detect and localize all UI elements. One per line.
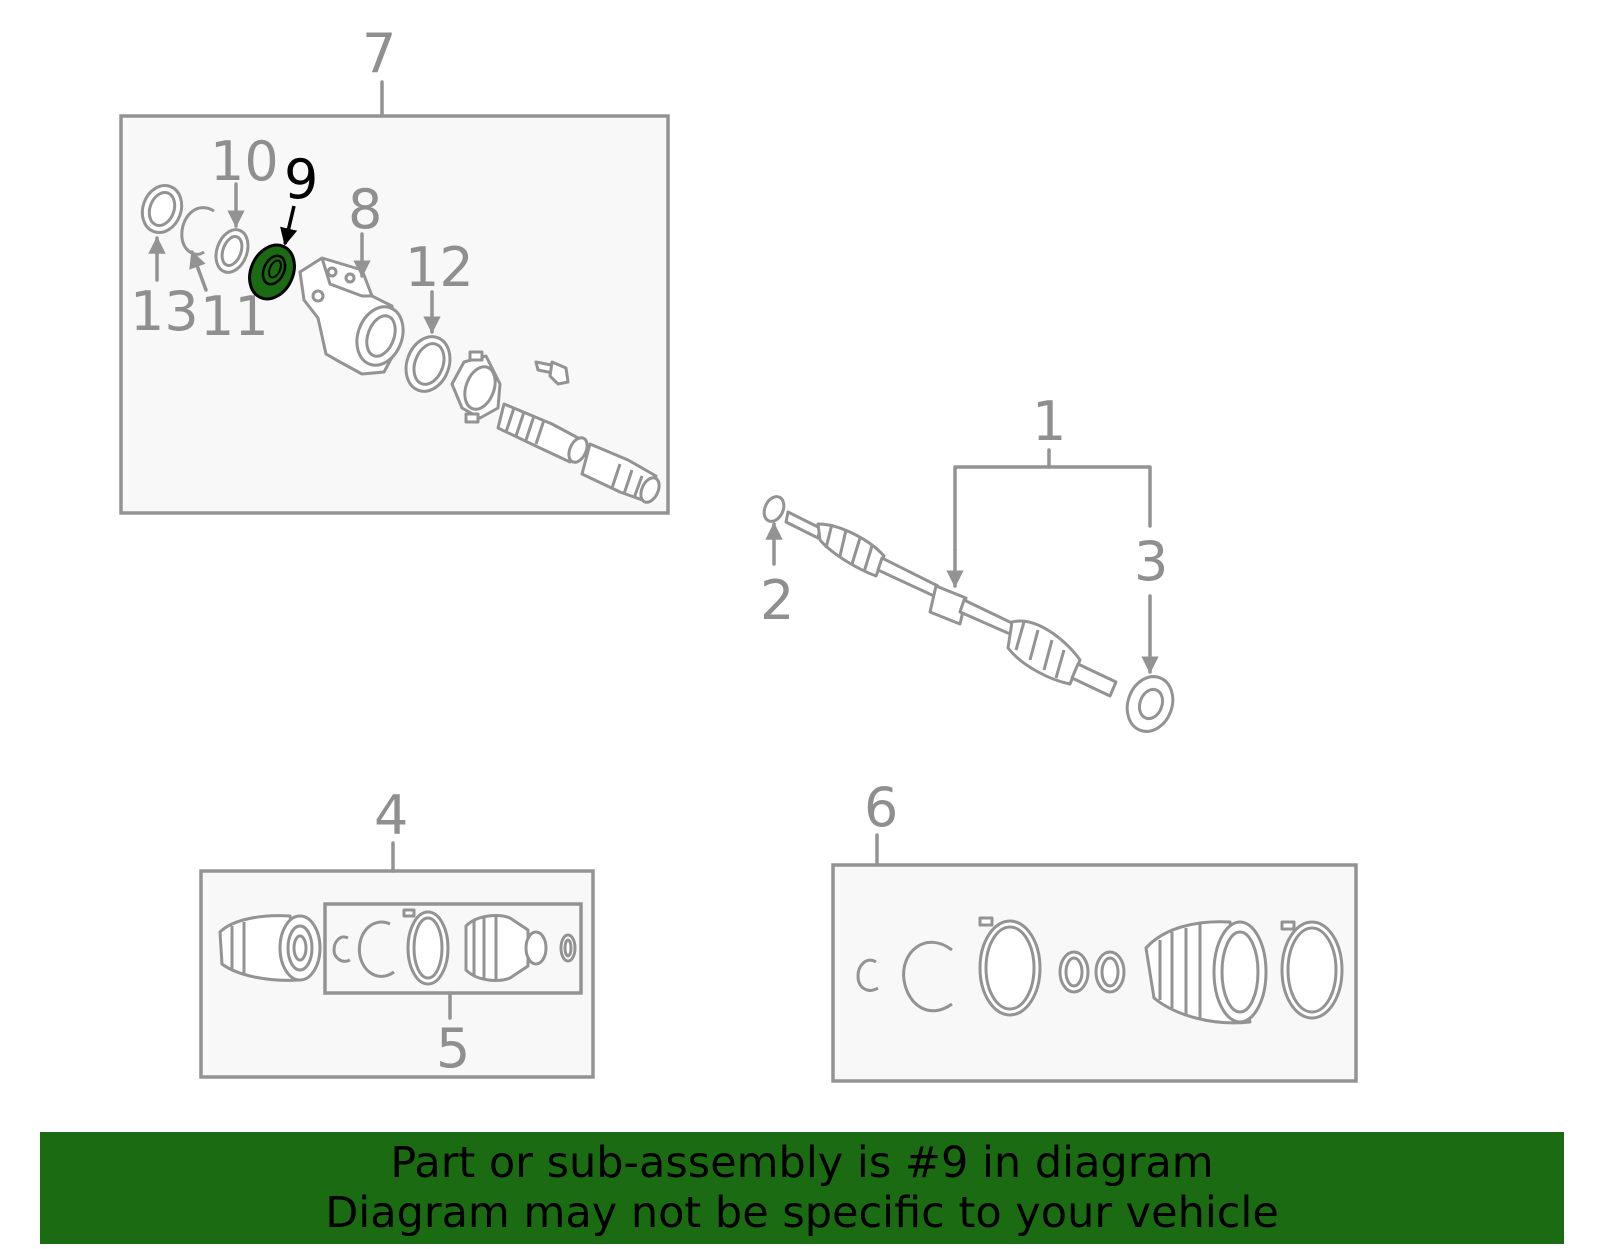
callout-8[interactable]: 8: [348, 178, 382, 241]
cv-joint-inner[interactable]: [218, 914, 322, 982]
inner-shaft-section[interactable]: [496, 402, 591, 465]
callout-10[interactable]: 10: [210, 130, 279, 193]
banner-line-2: Diagram may not be specific to your vehi…: [325, 1188, 1279, 1238]
part-12-ring[interactable]: [399, 331, 458, 398]
part-10-ring[interactable]: [210, 225, 253, 277]
part-9-seal-highlighted[interactable]: [241, 238, 303, 307]
banner-line-1: Part or sub-assembly is #9 in diagram: [390, 1138, 1214, 1188]
callout-12[interactable]: 12: [405, 236, 474, 299]
callout-1[interactable]: 1: [1032, 390, 1066, 453]
callout-4[interactable]: 4: [374, 784, 408, 847]
axle-shaft-group: 1 2 3: [760, 390, 1180, 738]
boot-kit-4-group: 4 5: [199, 784, 595, 1080]
assembly-7-group: 7 13 11 10 9: [119, 22, 670, 515]
callout-7[interactable]: 7: [362, 22, 396, 85]
callout-6[interactable]: 6: [864, 776, 898, 839]
part-1-axle-shaft[interactable]: [784, 510, 1118, 698]
kit-5-parts[interactable]: [332, 908, 577, 986]
part-2-clip[interactable]: [760, 493, 787, 524]
part-8-housing[interactable]: [298, 256, 411, 376]
info-banner: Part or sub-assembly is #9 in diagram Di…: [40, 1132, 1564, 1244]
bearing-retainer[interactable]: [450, 350, 502, 424]
callout-3[interactable]: 3: [1134, 530, 1168, 593]
part-3-dust-seal[interactable]: [1120, 670, 1180, 738]
callout-13[interactable]: 13: [130, 280, 199, 343]
kit-5-box: [323, 902, 583, 995]
kit-6-parts[interactable]: [856, 916, 1344, 1025]
callout-5[interactable]: 5: [436, 1017, 470, 1080]
callout-9-highlighted[interactable]: 9: [284, 148, 318, 211]
outer-shaft-end[interactable]: [580, 442, 663, 505]
part-13-ring[interactable]: [136, 180, 188, 238]
callout-2[interactable]: 2: [760, 569, 794, 632]
boot-kit-6-group: 6: [831, 776, 1358, 1083]
kit-6-box: [831, 863, 1358, 1083]
bolt[interactable]: [534, 360, 570, 386]
